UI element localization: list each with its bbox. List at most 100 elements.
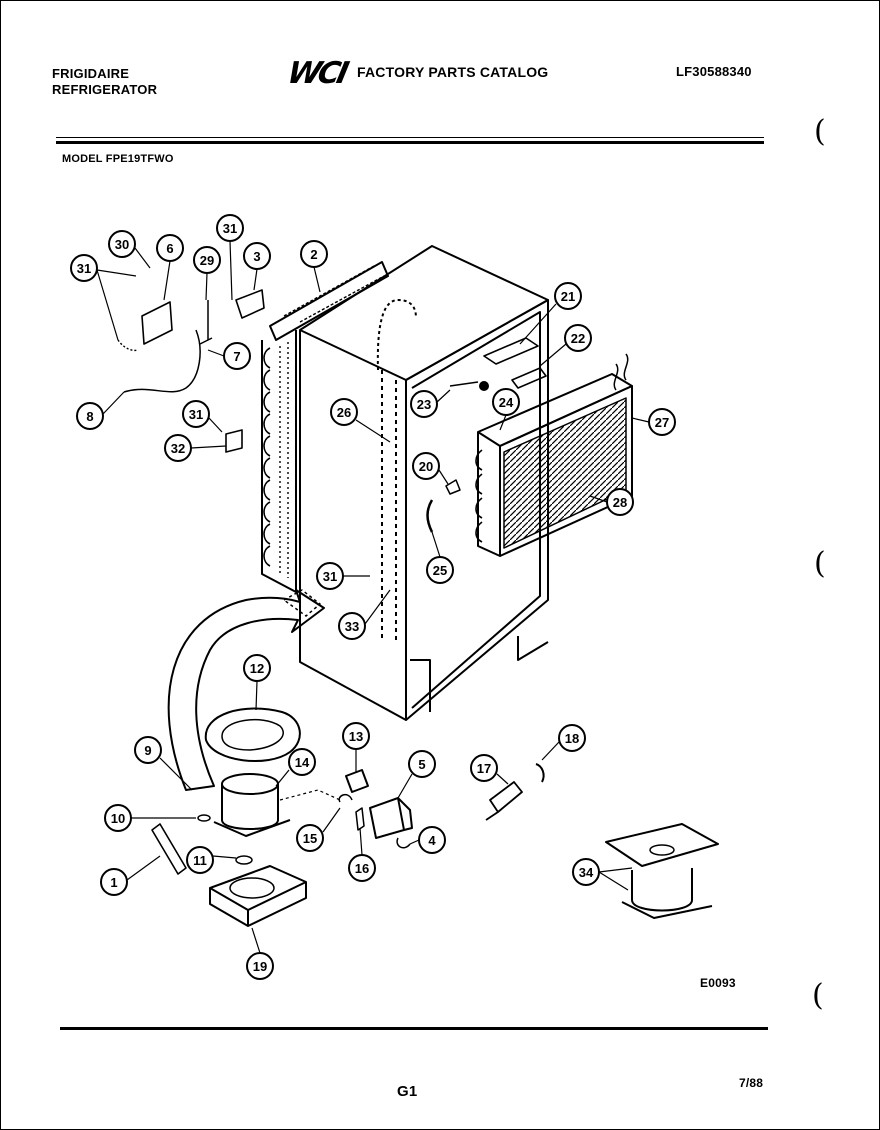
callout-30: 30 [108, 230, 136, 258]
callout-24: 24 [492, 388, 520, 416]
callout-16: 16 [348, 854, 376, 882]
svg-text:34: 34 [579, 865, 594, 880]
catalog-title: FACTORY PARTS CATALOG [357, 64, 549, 80]
svg-text:30: 30 [115, 237, 129, 252]
product-type: REFRIGERATOR [52, 82, 158, 97]
svg-text:21: 21 [561, 289, 575, 304]
compressor-base [209, 865, 307, 927]
svg-text:31: 31 [77, 261, 91, 276]
svg-text:6: 6 [166, 241, 173, 256]
drain-heater [426, 499, 434, 533]
callout-9: 9 [134, 736, 162, 764]
callout-31b: 31 [216, 214, 244, 242]
grommet [479, 381, 489, 391]
fan-motor-assembly [605, 823, 719, 919]
callout-15: 15 [296, 824, 324, 852]
svg-text:9: 9 [144, 743, 151, 758]
model-number: MODEL FPE19TFWO [62, 153, 174, 165]
callout-7: 7 [223, 342, 251, 370]
defrost-heater-clip [445, 479, 461, 495]
light-socket [485, 781, 523, 821]
svg-text:31: 31 [323, 569, 337, 584]
callout-5: 5 [408, 750, 436, 778]
svg-text:2: 2 [310, 247, 317, 262]
binder-hole-mark-bottom: ( [812, 978, 824, 1013]
binder-hole-mark-middle: ( [814, 546, 826, 581]
callout-19: 19 [246, 952, 274, 980]
svg-text:24: 24 [499, 395, 514, 410]
page-date: 7/88 [739, 1076, 764, 1090]
svg-text:5: 5 [418, 757, 425, 772]
thermostat-clip [449, 381, 479, 387]
callout-20: 20 [412, 452, 440, 480]
brand-label: FRIGIDAIRE REFRIGERATOR [52, 66, 157, 98]
callout-27: 27 [648, 408, 676, 436]
svg-text:22: 22 [571, 331, 585, 346]
drain-pan [204, 707, 301, 763]
relay-overload [338, 769, 369, 831]
evaporator-assembly [475, 353, 633, 557]
callout-31c: 31 [182, 400, 210, 428]
callout-29: 29 [193, 246, 221, 274]
callout-17: 17 [470, 754, 498, 782]
svg-text:3: 3 [253, 249, 260, 264]
wire-lead [199, 300, 213, 345]
svg-text:27: 27 [655, 415, 669, 430]
callout-22: 22 [564, 324, 592, 352]
callout-13: 13 [342, 722, 370, 750]
callout-6: 6 [156, 234, 184, 262]
callout-31d: 31 [316, 562, 344, 590]
header-rule-thick [56, 141, 764, 144]
dryer-filter [151, 823, 187, 875]
callout-4: 4 [418, 826, 446, 854]
brand-name: FRIGIDAIRE [52, 66, 130, 81]
svg-text:14: 14 [295, 755, 310, 770]
callout-32: 32 [164, 434, 192, 462]
callout-3: 3 [243, 242, 271, 270]
power-cord-line [279, 789, 341, 801]
mounting-clip [235, 289, 265, 319]
svg-text:19: 19 [253, 959, 267, 974]
drain-tube [511, 367, 547, 389]
callout-11: 11 [186, 846, 214, 874]
svg-text:31: 31 [223, 221, 237, 236]
header-rule-thin [56, 137, 764, 138]
callout-12: 12 [243, 654, 271, 682]
condenser-coil [261, 261, 389, 593]
svg-text:32: 32 [171, 441, 185, 456]
installation-arrow [167, 589, 325, 791]
svg-text:13: 13 [349, 729, 363, 744]
capacitor [369, 797, 413, 849]
footer-rule [60, 1027, 768, 1030]
svg-text:4: 4 [428, 833, 436, 848]
wiring-harness [123, 329, 201, 393]
svg-text:8: 8 [86, 409, 93, 424]
callout-21: 21 [554, 282, 582, 310]
page-number: G1 [397, 1083, 418, 1100]
screw-stem [117, 339, 139, 352]
placement-marker [283, 589, 321, 617]
svg-text:1: 1 [110, 875, 117, 890]
drain-pan-inner [221, 718, 284, 751]
svg-text:15: 15 [303, 831, 317, 846]
svg-text:16: 16 [355, 861, 369, 876]
socket-clip [535, 763, 545, 783]
control-bracket [141, 301, 173, 345]
callout-10: 10 [104, 804, 132, 832]
overload-bracket [225, 429, 243, 453]
callout-1: 1 [100, 868, 128, 896]
callout-18: 18 [558, 724, 586, 752]
svg-text:10: 10 [111, 811, 125, 826]
callout-25: 25 [426, 556, 454, 584]
catalog-number: LF30588340 [676, 64, 752, 79]
svg-text:17: 17 [477, 761, 491, 776]
callout-31a: 31 [70, 254, 98, 282]
svg-text:23: 23 [417, 397, 431, 412]
callout-2: 2 [300, 240, 328, 268]
leader-lines [96, 240, 650, 954]
callout-14: 14 [288, 748, 316, 776]
grommet-upper [197, 814, 211, 822]
svg-text:11: 11 [193, 853, 207, 868]
svg-text:25: 25 [433, 563, 447, 578]
